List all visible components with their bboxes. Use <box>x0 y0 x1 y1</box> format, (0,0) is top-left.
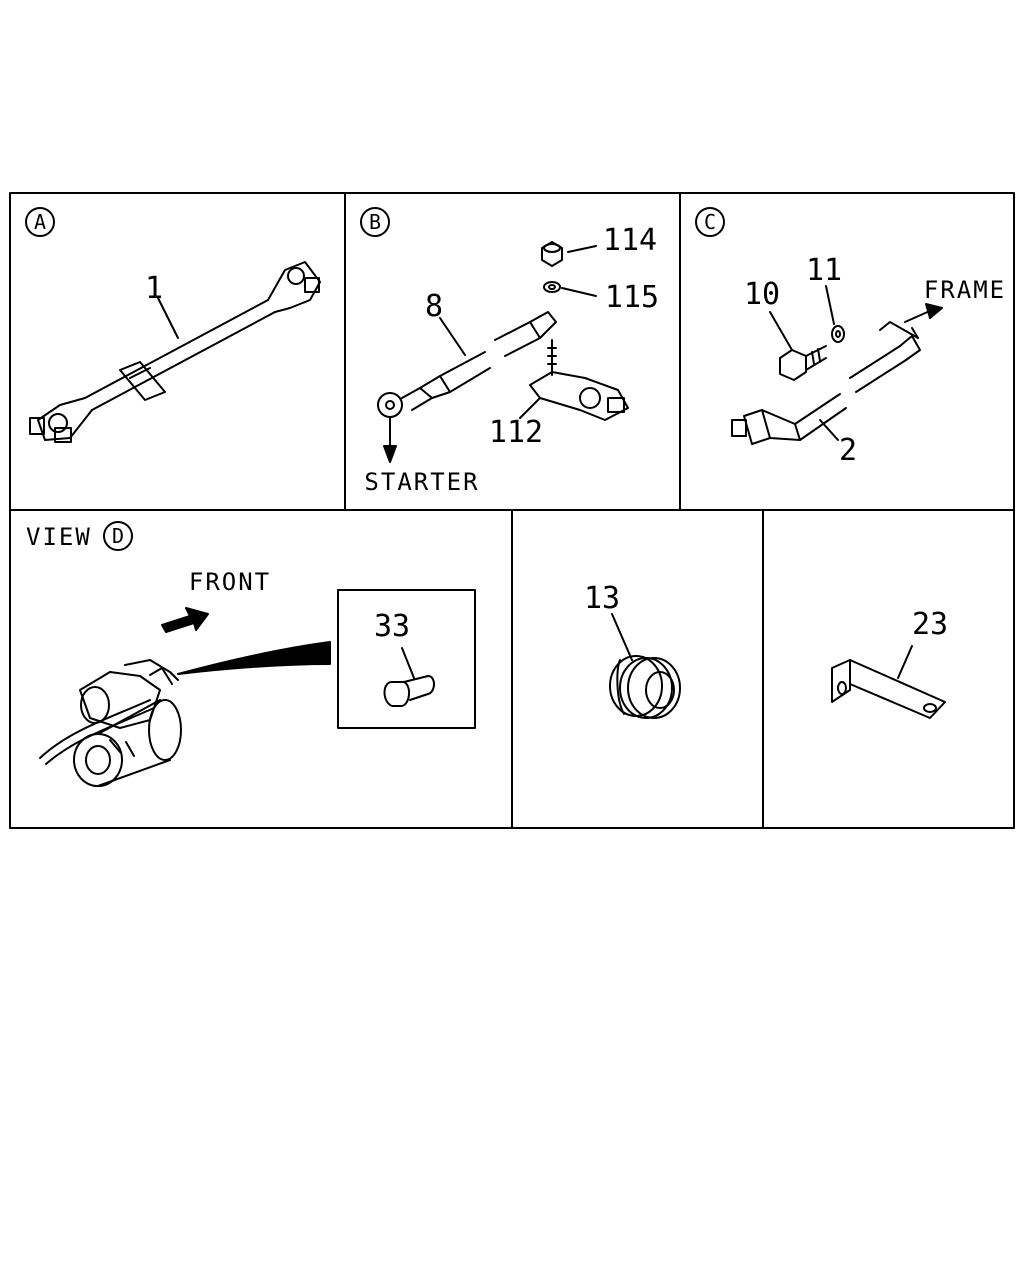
ground-cable-2-drawing <box>731 321 921 445</box>
part-11-leader <box>825 285 835 325</box>
part-11-label: 11 <box>806 253 842 288</box>
bracket-23-drawing <box>831 659 946 719</box>
part-8-leader <box>439 317 466 356</box>
part-114-label: 114 <box>603 223 657 258</box>
detail-inset-box <box>337 589 476 729</box>
front-arrow-icon <box>161 607 209 633</box>
panel-d: VIEW D FRONT 33 <box>26 521 476 787</box>
panel-f: 23 <box>831 607 948 719</box>
diagram-frame <box>9 192 1015 829</box>
starter-motor-drawing <box>39 659 182 787</box>
part-1-leader <box>157 297 179 339</box>
detail-callout-wedge <box>177 641 331 675</box>
panel-c: C 10 11 2 <box>695 207 1006 468</box>
part-13-leader <box>611 613 633 661</box>
terminal-112-drawing <box>529 339 629 421</box>
part-2-label: 2 <box>839 433 857 468</box>
panel-d-circle <box>103 521 133 551</box>
starter-arrow-head <box>383 445 397 463</box>
bolt-10-drawing <box>779 345 827 381</box>
frame-arrow-head <box>925 303 943 319</box>
part-33-leader <box>401 647 415 679</box>
panel-a-letter: A <box>34 210 46 234</box>
part-10-leader <box>769 311 793 351</box>
starter-cable-8-drawing <box>377 311 557 418</box>
panel-b-circle <box>360 207 390 237</box>
frame-label: FRAME <box>924 276 1006 304</box>
washer-11-drawing <box>831 325 845 343</box>
part-114-leader <box>567 245 597 253</box>
starter-label: STARTER <box>364 468 479 496</box>
part-13-label: 13 <box>584 581 620 616</box>
view-label: VIEW <box>26 523 92 551</box>
part-23-leader <box>897 645 913 679</box>
panel-c-circle <box>695 207 725 237</box>
panel-e: 13 <box>584 581 681 719</box>
part-8-label: 8 <box>425 289 443 324</box>
front-label: FRONT <box>189 568 271 596</box>
part-1-label: 1 <box>145 271 163 306</box>
part-115-label: 115 <box>605 280 659 315</box>
part-2-leader <box>819 419 839 441</box>
nut-114-drawing <box>541 241 563 267</box>
panel-d-letter: D <box>112 524 124 548</box>
part-112-label: 112 <box>489 415 543 450</box>
clip-33-drawing <box>383 675 435 707</box>
panel-a: A 1 <box>25 207 321 443</box>
washer-115-drawing <box>543 281 561 293</box>
part-115-leader <box>561 287 597 297</box>
part-23-label: 23 <box>912 607 948 642</box>
part-112-leader <box>519 397 541 419</box>
part-10-label: 10 <box>744 277 780 312</box>
battery-cable-1-drawing <box>29 261 321 443</box>
grommet-13-drawing <box>609 655 681 719</box>
panel-b-letter: B <box>369 210 381 234</box>
panel-b: B STARTER 114 115 <box>360 207 659 496</box>
part-33-label: 33 <box>374 609 410 644</box>
panel-c-letter: C <box>704 210 716 234</box>
panel-a-circle <box>25 207 55 237</box>
